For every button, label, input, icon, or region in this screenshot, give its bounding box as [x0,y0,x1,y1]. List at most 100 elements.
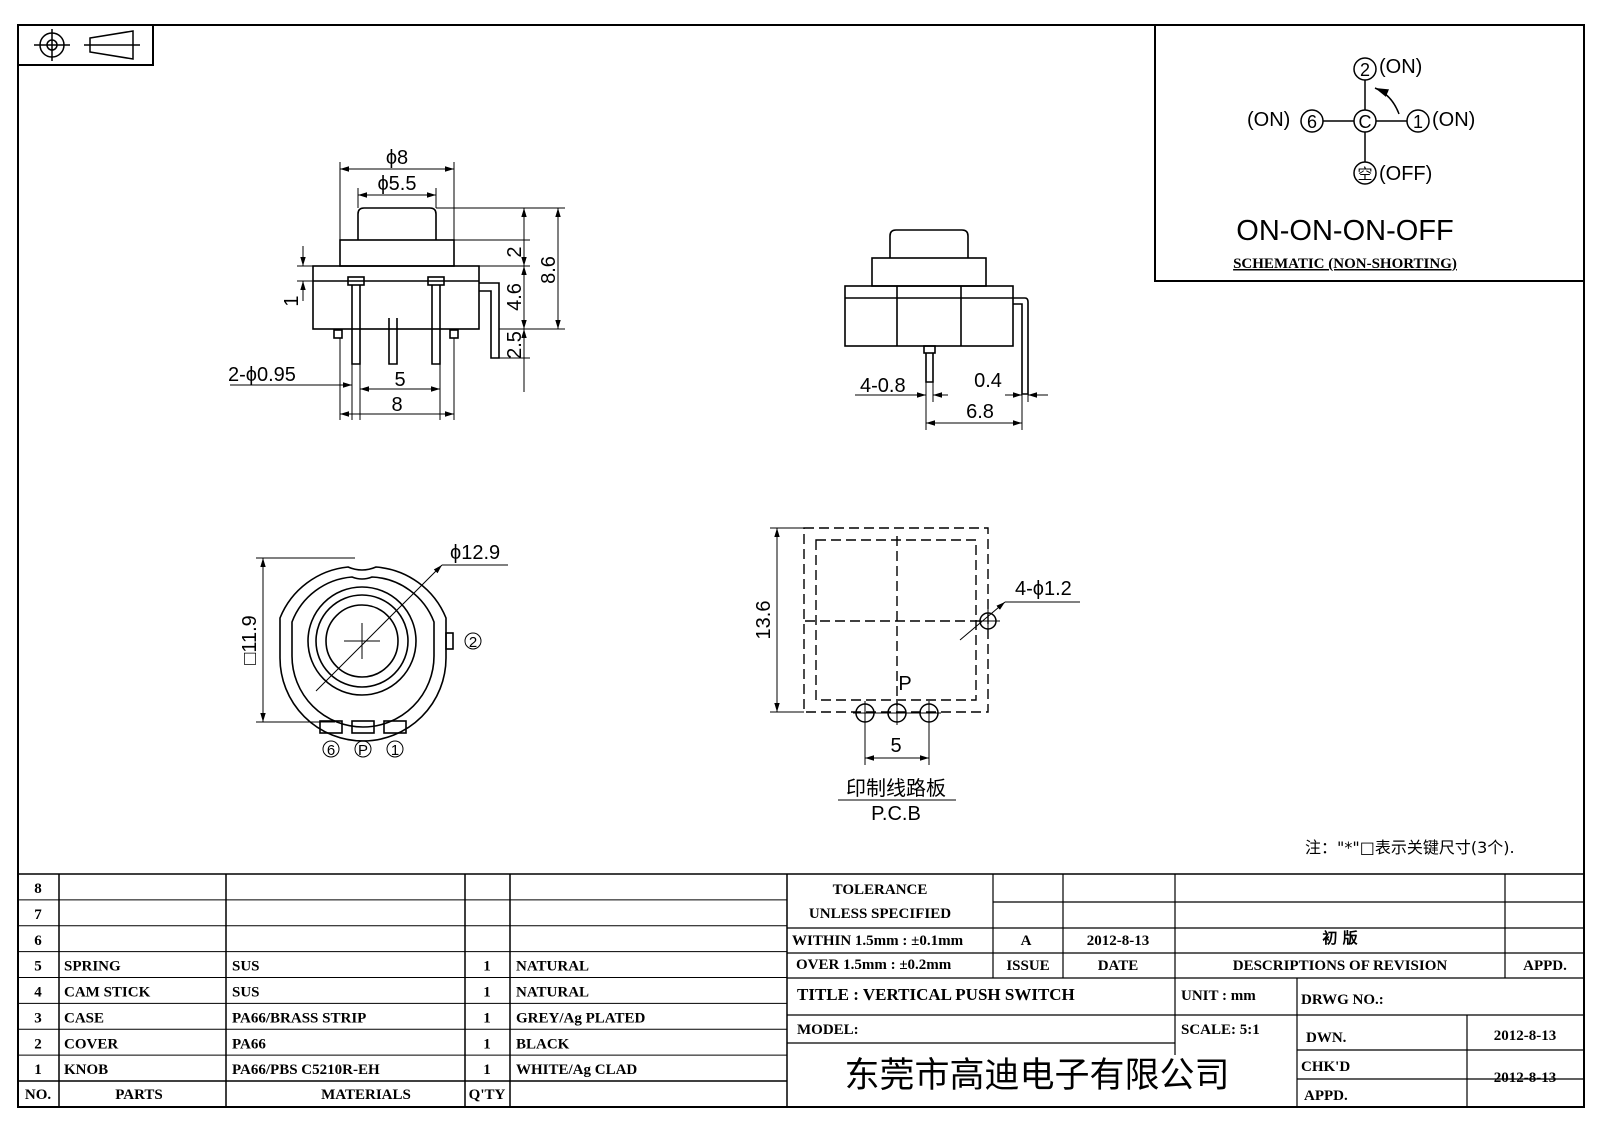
bom-header-materials: MATERIALS [321,1087,411,1103]
scale: SCALE: 5:1 [1181,1022,1260,1038]
approved-label: APPD. [1304,1088,1348,1104]
dim-2: 2 [504,246,526,257]
projection-symbol-icon [17,24,154,66]
drawing-number-label: DRWG NO.: [1301,992,1384,1008]
schematic-pos-c: C [1359,112,1372,132]
bom-cell-qty: 1 [483,1062,491,1078]
bom-cell-qty: 1 [483,1010,491,1026]
bom-cell-finish: GREY/Ag PLATED [516,1010,645,1026]
bom-cell-finish: NATURAL [516,985,589,1001]
header-appd: APPD. [1523,958,1567,974]
bom-cell-material: PA66/BRASS STRIP [232,1010,366,1026]
bom-cell-no: 3 [34,1010,42,1026]
schematic-pos-empty: 空 [1357,165,1372,183]
dim-1: 1 [281,295,303,306]
bom-cell-no: 5 [34,959,42,975]
revision-description: 初 版 [1322,929,1357,947]
tolerance-line-2: UNLESS SPECIFIED [809,906,951,922]
dim-phi8: ϕ8 [386,147,408,169]
drawing-title: TITLE : VERTICAL PUSH SWITCH [797,985,1075,1004]
schematic-pos-1: 1 [1413,112,1423,132]
side-view: 4-0.8 0.4 6.8 [844,229,1048,430]
schematic-pos-2: 2 [1360,60,1370,80]
tolerance-line-3: WITHIN 1.5mm : ±0.1mm [792,933,964,949]
bom-cell-no: 7 [34,907,42,923]
schematic-mode: ON-ON-ON-OFF [1236,215,1453,247]
dim-pcb-5: 5 [890,735,901,757]
bom-cell-part: KNOB [64,1062,108,1078]
terminal-1-label: 1 [391,742,399,759]
schematic-on-label-2: (ON) [1379,56,1422,78]
drawn-date: 2012-8-13 [1494,1028,1557,1044]
bom-cell-finish: WHITE/Ag CLAD [516,1062,637,1078]
pcb-label-en: P.C.B [871,803,921,825]
bom-cell-material: PA66/PBS C5210R-EH [232,1062,380,1078]
dim-8: 8 [391,394,402,416]
dim-pins: 2-ϕ0.95 [228,364,296,386]
terminal-2-label: 2 [469,634,477,651]
bom-cell-no: 6 [34,933,42,949]
tolerance-line-1: TOLERANCE [833,882,928,898]
tolerance-line-4: OVER 1.5mm : ±0.2mm [796,957,952,973]
dim-4-6: 4.6 [504,283,526,311]
bom-cell-part: SPRING [64,959,121,975]
unit: UNIT : mm [1181,988,1256,1004]
bom-header-qty: Q'TY [469,1087,506,1103]
dim-phi12-9: ϕ12.9 [450,542,500,564]
terminal-6-label: 6 [327,742,335,759]
bom-cell-qty: 1 [483,985,491,1001]
schematic-panel: C 2 1 6 空 (ON) (ON) (ON) (OFF) ON-ON-ON-… [1154,24,1585,282]
sheet-border [17,24,1585,1108]
dim-holes: 4-ϕ1.2 [1015,578,1072,600]
drawn-label: DWN. [1306,1030,1347,1046]
front-view: ϕ8 ϕ5.5 2 8.6 4.6 2.5 1 2-ϕ0.95 5 8 [228,147,565,420]
bom-cell-qty: 1 [483,1036,491,1052]
header-issue: ISSUE [1006,958,1049,974]
pcb-view: 13.6 4-ϕ1.2 P 5 印制线路板 P.C.B [753,527,1080,825]
dim-sq11-9: □11.9 [239,615,261,665]
bom-cell-part: COVER [64,1036,118,1052]
dim-0-4: 0.4 [974,370,1002,392]
bom-cell-part: CASE [64,1010,104,1026]
terminal-p-label: P [358,742,368,759]
pcb-label-cn: 印制线路板 [846,776,946,800]
dim-5: 5 [394,369,405,391]
bom-cell-material: SUS [232,959,260,975]
bom-cell-material: SUS [232,985,260,1001]
revision-date: 2012-8-13 [1087,933,1150,949]
bom-cell-material: PA66 [232,1036,266,1052]
schematic-pos-6: 6 [1307,112,1317,132]
key-dimension-note: 注："*"□表示关键尺寸(3个). [1305,838,1515,857]
dim-13-6: 13.6 [753,601,775,640]
bom-cell-qty: 1 [483,959,491,975]
revision-issue: A [1021,933,1032,949]
pcb-p-label: P [898,673,911,695]
top-view: ϕ12.9 □11.9 6 P 1 2 [239,542,508,759]
bom-header-no: NO. [25,1087,52,1103]
schematic-off-label: (OFF) [1379,163,1432,185]
bom-cell-no: 2 [34,1036,42,1052]
bom-cell-no: 8 [34,881,42,897]
company-name: 东莞市高迪电子有限公司 [844,1056,1229,1096]
schematic-on-label-1: (ON) [1432,109,1475,131]
bom-cell-part: CAM STICK [64,985,151,1001]
checked-date: 2012-8-13 [1494,1070,1557,1086]
bom-cell-no: 1 [34,1062,42,1078]
bom-header-parts: PARTS [115,1087,163,1103]
dim-2-5: 2.5 [504,331,526,359]
schematic-caption: SCHEMATIC (NON-SHORTING) [1233,256,1457,272]
dim-6-8: 6.8 [966,401,994,423]
model-label: MODEL: [797,1022,859,1038]
schematic-on-label-6: (ON) [1247,109,1290,131]
dim-8-6: 8.6 [538,256,560,284]
checked-label: CHK'D [1301,1059,1350,1075]
dim-phi5-5: ϕ5.5 [377,173,416,195]
header-description: DESCRIPTIONS OF REVISION [1233,958,1448,974]
bom-cell-finish: NATURAL [516,959,589,975]
title-block: TOLERANCE UNLESS SPECIFIED WITHIN 1.5mm … [787,874,1584,1107]
header-date: DATE [1098,958,1139,974]
bom-cell-no: 4 [34,985,42,1001]
dim-side-pins: 4-0.8 [860,375,906,397]
